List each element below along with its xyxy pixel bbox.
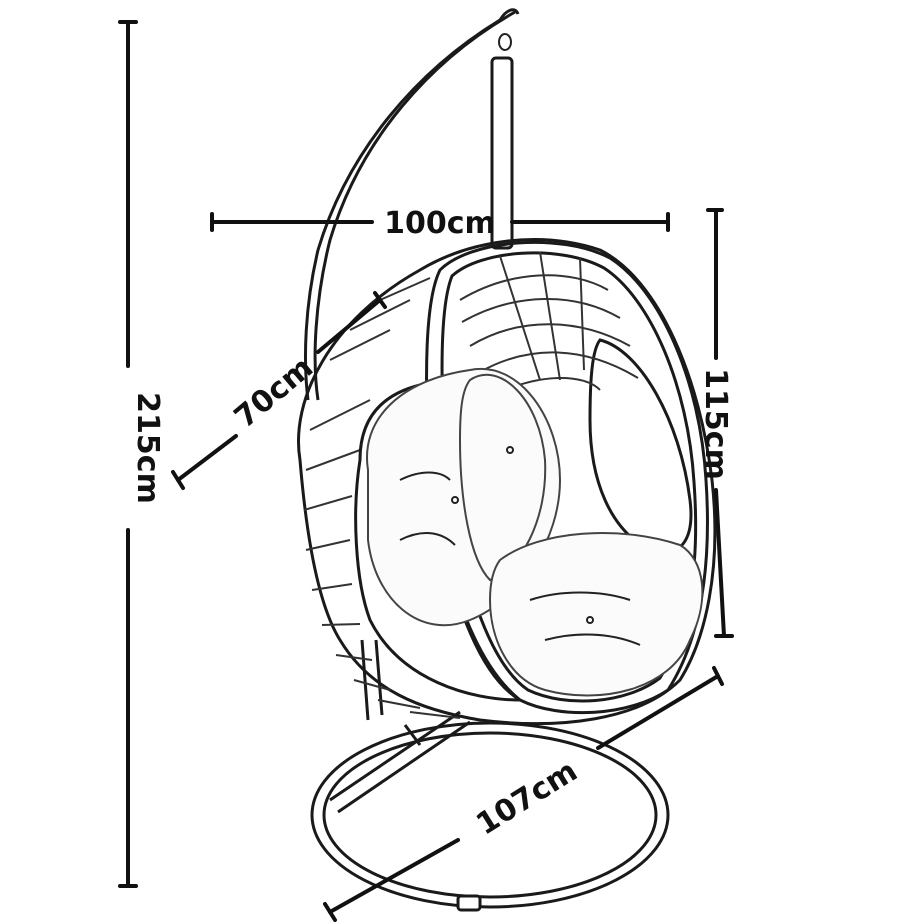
dimension-top-width: 100cm: [210, 206, 670, 241]
dimension-chair-height: 115cm: [698, 208, 734, 638]
dimension-depth: 70cm: [171, 291, 387, 490]
top-width-label: 100cm: [384, 206, 496, 241]
chair-height-label: 115cm: [698, 368, 733, 480]
chair-basket: [297, 238, 717, 726]
dimension-total-height: 215cm: [118, 20, 165, 888]
stand: [303, 8, 670, 912]
wicker-weave: [303, 251, 639, 719]
base-diameter-label: 107cm: [470, 754, 583, 843]
seat-cushion: [366, 367, 704, 697]
total-height-label: 215cm: [130, 392, 165, 504]
